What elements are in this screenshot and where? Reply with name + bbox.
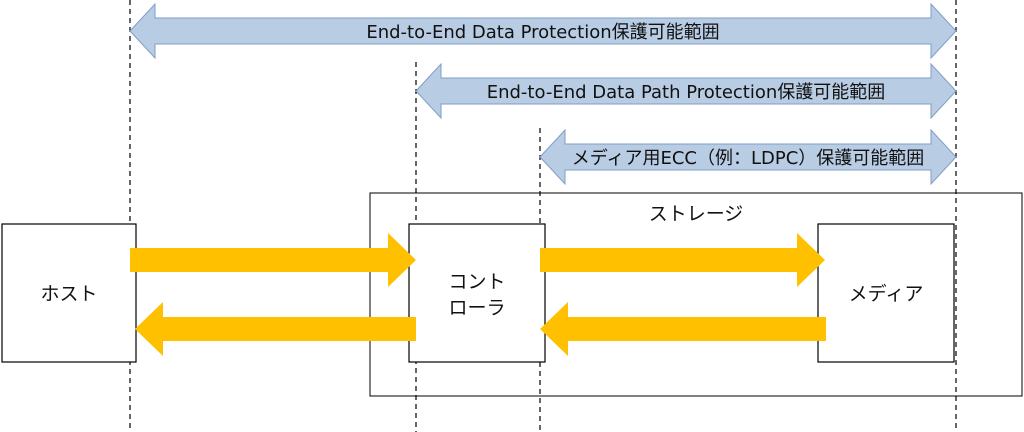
range-label-e2e: End-to-End Data Protection保護可能範囲 bbox=[366, 22, 719, 43]
flow-arrow-media-to-controller bbox=[540, 302, 826, 356]
media-box bbox=[817, 223, 955, 363]
flow-arrows bbox=[130, 233, 826, 356]
range-label-ecc: メディア用ECC（例：LDPC）保護可能範囲 bbox=[572, 148, 925, 169]
flow-arrow-controller-to-media bbox=[540, 233, 825, 287]
range-arrow-ecc bbox=[539, 128, 957, 186]
range-label-path: End-to-End Data Path Protection保護可能範囲 bbox=[487, 82, 886, 103]
range-arrow-e2e bbox=[129, 2, 957, 60]
host-label: ホスト bbox=[40, 283, 97, 305]
media-label: メディア bbox=[849, 283, 924, 305]
flow-arrow-controller-to-host bbox=[135, 302, 416, 356]
range-arrow-path bbox=[415, 62, 957, 120]
flow-arrow-host-to-controller bbox=[130, 233, 416, 287]
boundary-lines bbox=[129, 0, 957, 432]
host-box bbox=[1, 223, 137, 363]
controller-label-line1: コント bbox=[448, 271, 505, 293]
controller-box bbox=[408, 223, 546, 363]
controller-label-line2: ローラ bbox=[448, 297, 505, 319]
storage-container bbox=[369, 192, 1023, 397]
storage-label: ストレージ bbox=[649, 203, 744, 225]
